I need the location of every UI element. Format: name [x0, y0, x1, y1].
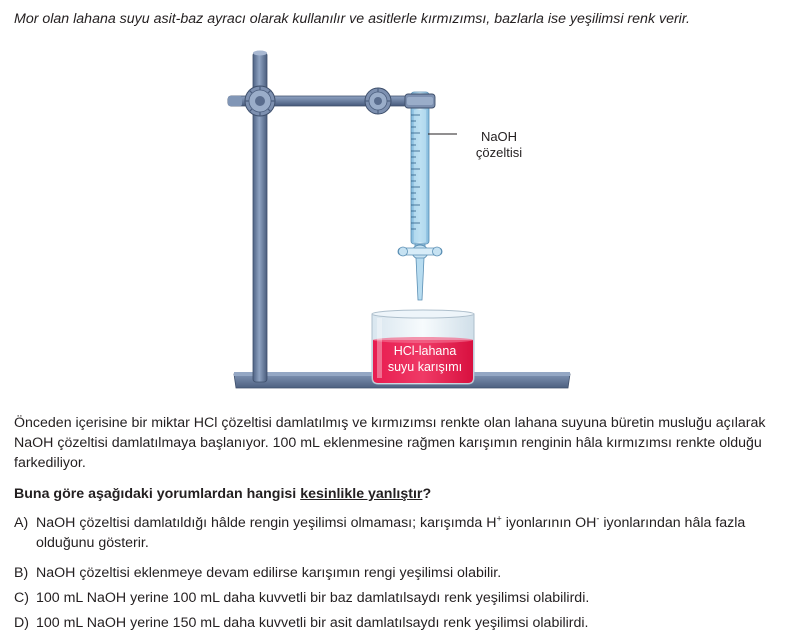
option-c[interactable]: C) 100 mL NaOH yerine 100 mL daha kuvvet… — [14, 588, 798, 608]
option-a-text-part1: NaOH çözeltisi damlatıldığı hâlde rengin… — [36, 515, 497, 531]
option-a-letter[interactable]: A) — [14, 515, 29, 531]
question-emphasis: kesinlikle yanlıştır — [300, 486, 423, 502]
titration-figure — [227, 50, 571, 389]
option-b-text: NaOH çözeltisi eklenmeye devam edilirse … — [36, 565, 502, 581]
question-suffix: ? — [422, 486, 432, 502]
question-prefix: Buna göre aşağıdaki yorumlardan hangisi — [14, 486, 301, 502]
clamp-knob — [364, 87, 392, 115]
option-b[interactable]: B) NaOH çözeltisi eklenmeye devam edilir… — [14, 563, 798, 583]
intro-text: Mor olan lahana suyu asit-baz ayracı ola… — [14, 11, 690, 27]
option-a[interactable]: A) NaOH çözeltisi damlatıldığı hâlde ren… — [14, 513, 798, 553]
burette-label-line2: çözeltisi — [475, 145, 523, 160]
option-d-text: 100 mL NaOH yerine 150 mL daha kuvvetli … — [36, 615, 589, 631]
option-b-letter[interactable]: B) — [14, 565, 29, 581]
mixture-liquid — [373, 340, 473, 383]
option-a-text-part2: iyonlarının OH — [501, 515, 597, 531]
burette-label-line1: NaOH — [480, 129, 518, 144]
beaker — [371, 309, 475, 385]
option-d-letter[interactable]: D) — [14, 615, 29, 631]
option-c-letter[interactable]: C) — [14, 590, 29, 606]
stand-rod — [252, 50, 268, 383]
question-stem: Buna göre aşağıdaki yorumlardan hangisi … — [14, 485, 798, 503]
option-a-text: NaOH çözeltisi damlatıldığı hâlde rengin… — [36, 513, 798, 553]
beaker-label: HCl-lahana suyu karışımı — [375, 343, 475, 375]
option-a-sup1: + — [496, 513, 502, 524]
option-a-text-part3: iyonlarından hâla fazla olduğunu gösteri… — [36, 515, 746, 551]
option-a-sup2: - — [596, 513, 600, 524]
burette-label: NaOH çözeltisi — [459, 129, 539, 161]
burette-clamp — [404, 93, 436, 109]
beaker-label-line1: HCl-lahana — [393, 344, 457, 358]
burette — [397, 91, 443, 301]
option-c-text: 100 mL NaOH yerine 100 mL daha kuvvetli … — [36, 590, 590, 606]
problem-paragraph: Önceden içerisine bir miktar HCl çözelti… — [14, 415, 766, 471]
beaker-label-line2: suyu karışımı — [387, 360, 463, 374]
boss-knob — [244, 85, 276, 117]
option-d[interactable]: D) 100 mL NaOH yerine 150 mL daha kuvvet… — [14, 613, 798, 633]
